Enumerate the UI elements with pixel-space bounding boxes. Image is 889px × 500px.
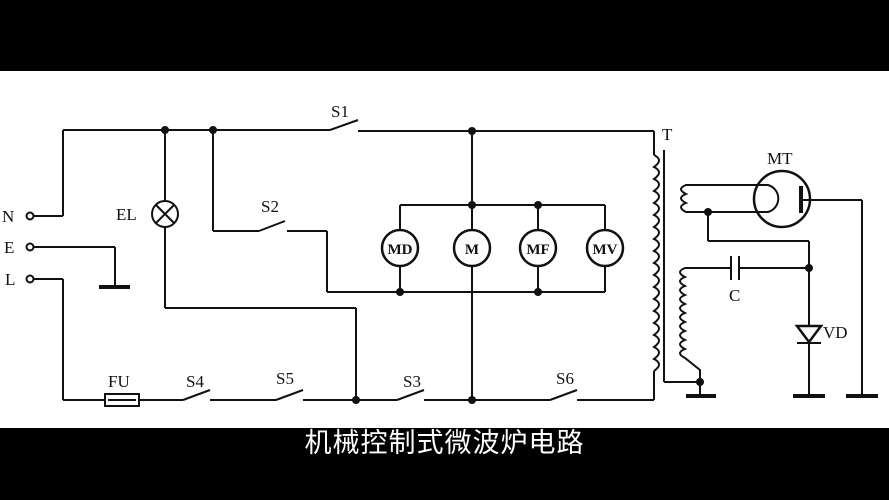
motor-m: M: [452, 228, 492, 268]
diode-vd: [793, 324, 825, 398]
motor-md-label: MD: [388, 242, 413, 258]
motor-md: MD: [380, 228, 420, 268]
junction-dot: [805, 264, 813, 272]
diode-label: VD: [823, 323, 848, 342]
switch-s6-blade: [549, 389, 578, 401]
switch-s2-branch: [212, 130, 605, 293]
lamp-el: [151, 130, 357, 400]
letterbox-top: [0, 0, 889, 71]
transformer-t: [652, 150, 722, 400]
switch-s3-blade: [396, 389, 425, 401]
junction-dot: [696, 378, 704, 386]
motor-mv: MV: [585, 228, 625, 268]
switch-s4-blade: [182, 389, 211, 401]
switch-s2-label: S2: [261, 197, 279, 216]
fuse-label: FU: [108, 372, 130, 391]
junction-dot: [704, 208, 712, 216]
capacitor-label: C: [729, 286, 740, 305]
junction-dot: [396, 288, 404, 296]
switch-s5-label: S5: [276, 369, 294, 388]
switch-s3-label: S3: [403, 372, 421, 391]
lamp-label: EL: [116, 205, 137, 224]
switch-s1-label: S1: [331, 102, 349, 121]
switch-s4-label: S4: [186, 372, 204, 391]
motor-m-label: M: [465, 242, 479, 258]
junction-dot: [534, 201, 542, 209]
terminal-n: [25, 211, 35, 221]
terminal-l: [25, 274, 35, 284]
transformer-label: T: [662, 125, 673, 144]
switch-s1-blade: [329, 119, 359, 131]
ground-e: [34, 246, 130, 289]
fuse-fu: [104, 393, 140, 407]
wire-l-line: [34, 278, 655, 401]
motor-mf-label: MF: [526, 242, 549, 258]
junction-dot: [534, 288, 542, 296]
video-caption: 机械控制式微波炉电路: [304, 428, 585, 459]
wire-n-line: [34, 129, 655, 217]
magnetron-label: MT: [767, 149, 793, 168]
capacitor-c: [722, 256, 809, 280]
terminal-n-label: N: [2, 207, 14, 226]
switch-s6-label: S6: [556, 369, 574, 388]
terminal-e-label: E: [4, 238, 14, 257]
switch-s5-blade: [275, 389, 304, 401]
motor-mv-label: MV: [593, 242, 618, 258]
letterbox-bottom: [0, 428, 889, 500]
motor-bus: [399, 131, 606, 400]
terminal-l-label: L: [5, 270, 15, 289]
terminal-e: [25, 242, 35, 252]
motor-mf: MF: [518, 228, 558, 268]
junction-dot: [468, 201, 476, 209]
magnetron-mt: [707, 169, 878, 398]
